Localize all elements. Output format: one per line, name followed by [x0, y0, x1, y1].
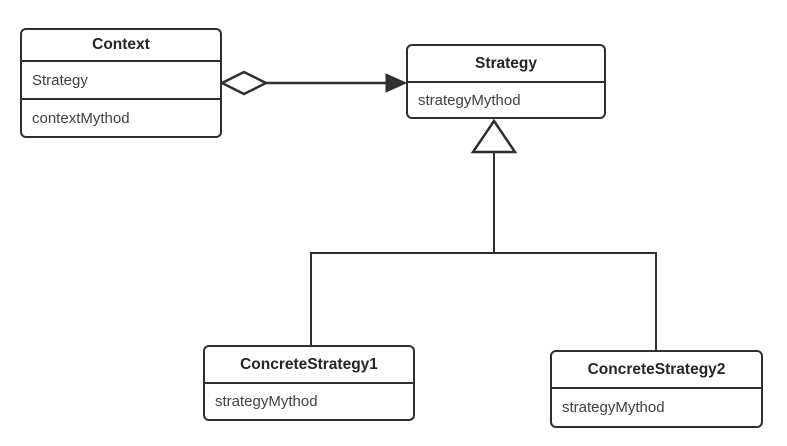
class-box-concrete-strategy-1: ConcreteStrategy1 strategyMythod [203, 345, 415, 421]
class-title: Strategy [408, 46, 604, 83]
class-box-strategy: Strategy strategyMythod [406, 44, 606, 119]
class-title: ConcreteStrategy2 [552, 352, 761, 389]
class-title: ConcreteStrategy1 [205, 347, 413, 384]
aggregation-hollow-diamond-icon [219, 70, 269, 96]
class-method: strategyMythod [215, 393, 318, 410]
inheritance-hollow-triangle-icon [470, 118, 518, 154]
class-method: strategyMythod [418, 91, 521, 109]
class-method: strategyMythod [562, 399, 665, 416]
class-attribute: Strategy [22, 62, 220, 100]
class-method: contextMythod [32, 109, 130, 127]
association-arrowhead-icon [385, 73, 408, 93]
class-title: Context [22, 30, 220, 62]
class-box-concrete-strategy-2: ConcreteStrategy2 strategyMythod [550, 350, 763, 428]
class-box-context: Context Strategy contextMythod [20, 28, 222, 138]
